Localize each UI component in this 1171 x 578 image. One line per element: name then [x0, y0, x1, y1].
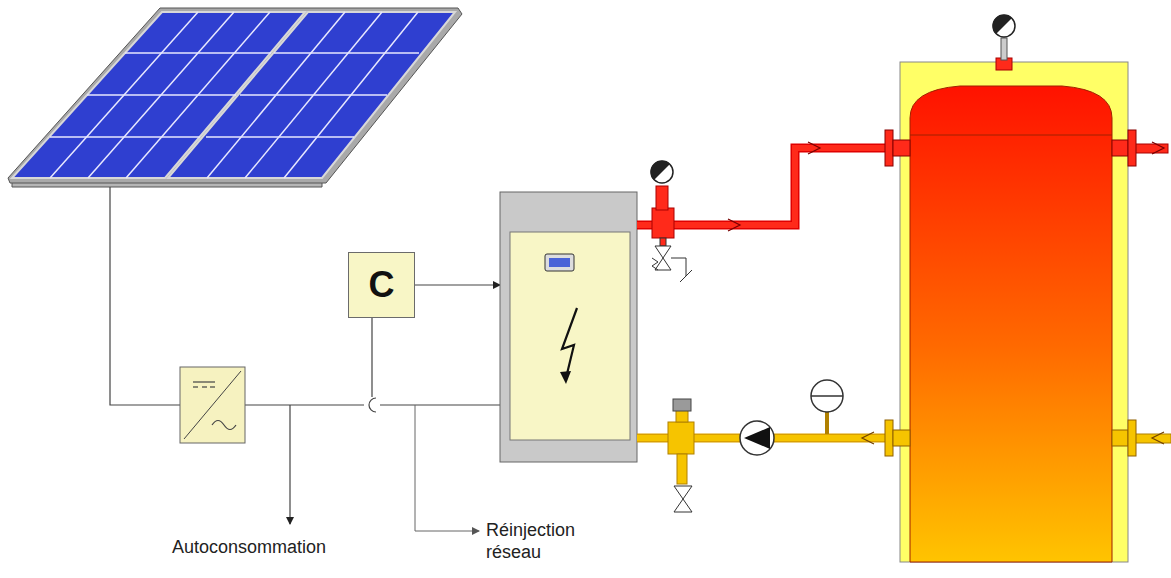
node-label: C: [369, 267, 395, 303]
pressure-gauge: [651, 161, 673, 183]
inverter-symbol: [180, 367, 245, 443]
self-consumption-label: Autoconsommation: [172, 537, 326, 559]
electric-boiler: [500, 192, 637, 462]
expansion-vessel: [811, 380, 843, 434]
circulator-pump: [740, 421, 774, 455]
solar-panels: [8, 8, 462, 187]
safety-valve: [652, 238, 692, 282]
grid-injection-label: Réinjection réseau: [486, 520, 598, 563]
buffer-tank: [885, 15, 1136, 562]
grid-injection-line: [415, 405, 479, 531]
wiring: [110, 187, 500, 524]
controller-box: C: [348, 252, 415, 318]
